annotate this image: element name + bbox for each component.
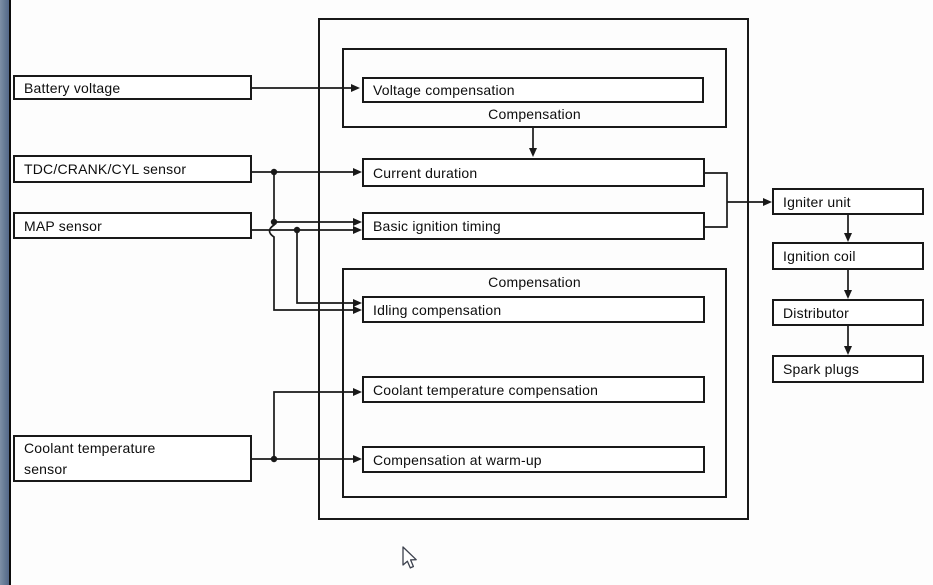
basic-ignition-timing-label: Basic ignition timing <box>373 218 501 234</box>
box-compensation-at-warm-up: Compensation at warm-up <box>362 446 705 473</box>
output-box-ignition-coil: Ignition coil <box>772 242 924 270</box>
compensation-at-warm-up-label: Compensation at warm-up <box>373 451 542 468</box>
current-duration-label: Current duration <box>373 164 478 181</box>
input-box-map-sensor: MAP sensor <box>13 212 252 239</box>
box-voltage-compensation: Voltage compensation <box>362 77 704 103</box>
ecu-outer-box <box>318 18 749 520</box>
distributor-label: Distributor <box>783 304 849 321</box>
box-current-duration: Current duration <box>362 158 705 187</box>
left-gutter-border <box>9 0 11 585</box>
input-box-tdc-crank-cyl-sensor: TDC/CRANK/CYL sensor <box>13 155 252 183</box>
spark-plugs-label: Spark plugs <box>783 361 860 377</box>
output-box-spark-plugs: Spark plugs <box>772 355 924 383</box>
wire-outputs-join <box>705 172 728 228</box>
top-compensation-group-label: Compensation <box>488 106 581 122</box>
ignition-coil-label: Ignition coil <box>783 248 856 264</box>
battery-voltage-label: Battery voltage <box>24 79 121 96</box>
junction-dots <box>270 168 301 463</box>
box-basic-ignition-timing: Basic ignition timing <box>362 212 705 240</box>
coolant-temperature-compensation-label: Coolant temperature compensation <box>373 381 599 398</box>
input-box-coolant-temperature-sensor: Coolant temperature sensor <box>13 435 252 482</box>
coolant-sensor-label: Coolant temperature sensor <box>24 440 156 477</box>
mouse-cursor-icon <box>402 546 417 569</box>
igniter-unit-label: Igniter unit <box>783 193 851 210</box>
left-gutter <box>0 0 9 585</box>
wire-coolant-to-coolant-comp <box>273 388 362 459</box>
wire-map-to-idling-comp <box>296 230 362 307</box>
map-sensor-label: MAP sensor <box>24 217 102 234</box>
bottom-compensation-group-label: Compensation <box>488 274 581 290</box>
tdc-sensor-label: TDC/CRANK/CYL sensor <box>24 161 187 177</box>
output-box-distributor: Distributor <box>772 299 924 326</box>
input-box-battery-voltage: Battery voltage <box>13 75 252 100</box>
box-coolant-temperature-compensation: Coolant temperature compensation <box>362 376 705 403</box>
bottom-compensation-group-box <box>342 268 727 498</box>
output-box-igniter-unit: Igniter unit <box>772 188 924 215</box>
box-idling-compensation: Idling compensation <box>362 296 705 323</box>
wire-tdc-to-idling-comp-with-hop <box>268 222 362 314</box>
idling-compensation-label: Idling compensation <box>373 301 502 318</box>
voltage-compensation-label: Voltage compensation <box>373 82 515 98</box>
